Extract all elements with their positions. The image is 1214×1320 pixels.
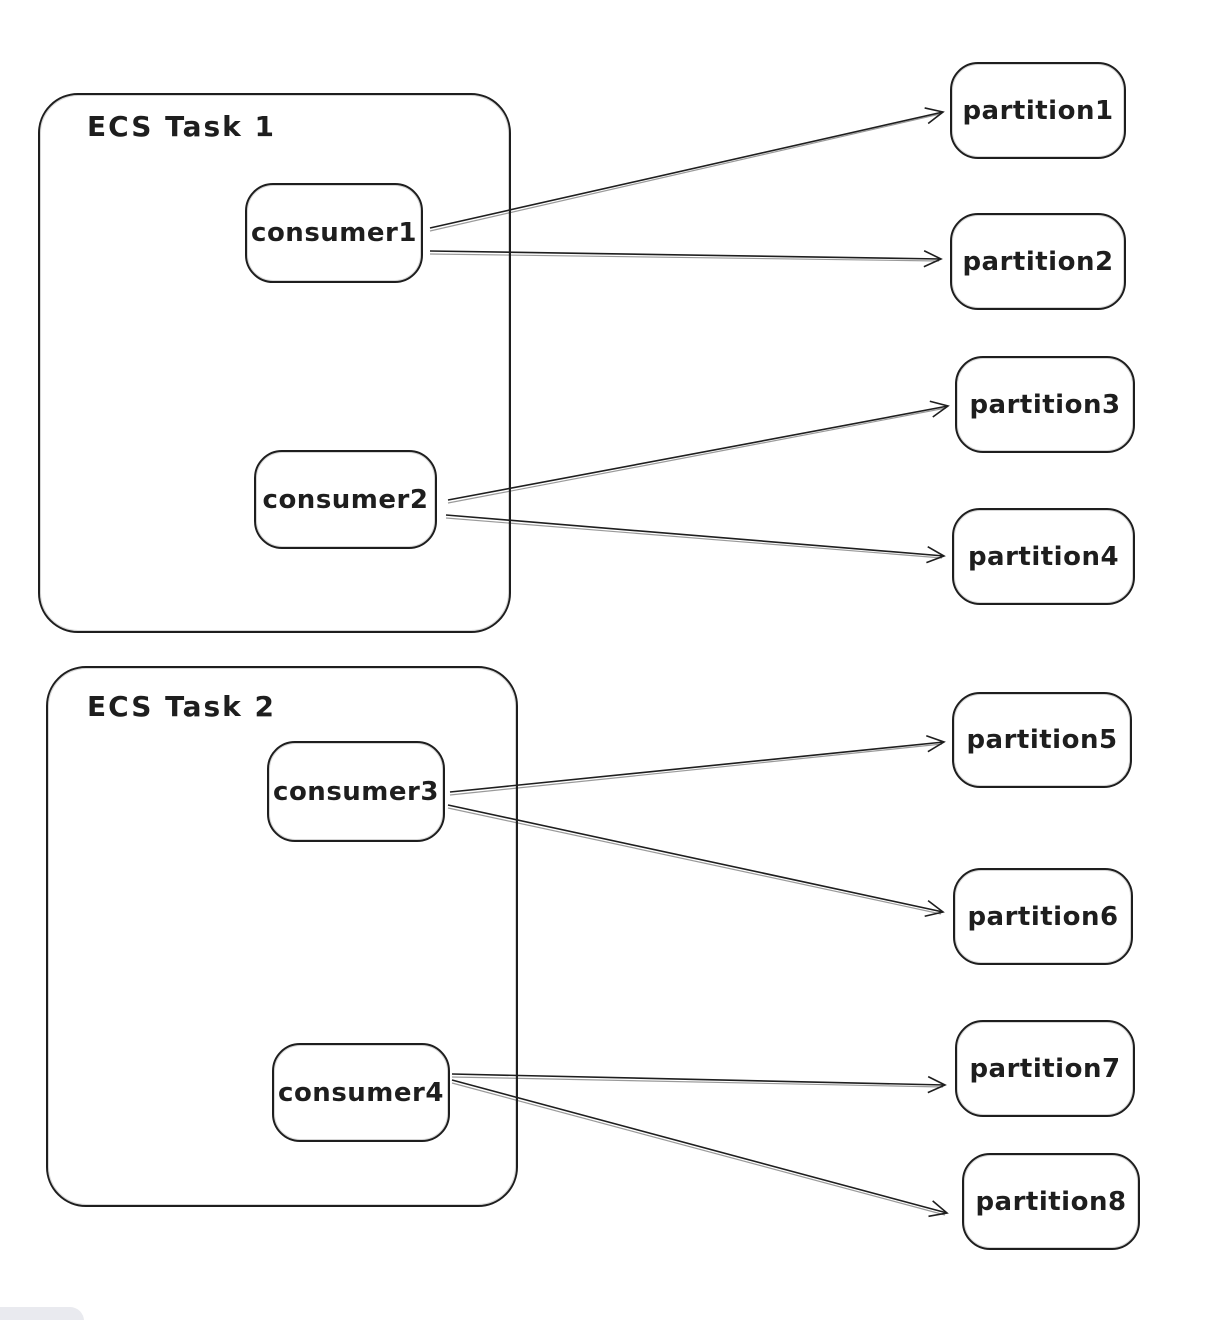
node-consumer3[interactable]: consumer3: [267, 741, 445, 842]
node-partition7[interactable]: partition7: [955, 1020, 1135, 1117]
arrow-consumer3-partition5[interactable]: [449, 734, 946, 796]
arrow-consumer2-partition3[interactable]: [447, 400, 950, 504]
group-ecs-task-2[interactable]: ECS Task 2: [46, 666, 518, 1207]
arrow-consumer3-partition6[interactable]: [447, 804, 945, 918]
node-partition2-label: partition2: [962, 246, 1114, 277]
node-partition1-label: partition1: [962, 95, 1114, 126]
node-partition3[interactable]: partition3: [955, 356, 1135, 453]
node-partition4-label: partition4: [967, 541, 1120, 572]
node-partition6[interactable]: partition6: [953, 868, 1133, 965]
node-partition8-label: partition8: [975, 1186, 1127, 1217]
arrow-consumer4-partition7[interactable]: [451, 1073, 947, 1094]
node-partition7-label: partition7: [969, 1053, 1121, 1084]
arrow-consumer4-partition8[interactable]: [451, 1079, 949, 1218]
group-ecs-task-1[interactable]: ECS Task 1: [38, 93, 511, 633]
node-partition2[interactable]: partition2: [950, 213, 1126, 310]
canvas-ui-island[interactable]: [0, 1307, 84, 1320]
node-partition4[interactable]: partition4: [952, 508, 1135, 605]
node-consumer4-label: consumer4: [278, 1077, 444, 1108]
node-partition3-label: partition3: [969, 389, 1121, 420]
node-consumer1-label: consumer1: [251, 218, 417, 248]
arrow-consumer2-partition4[interactable]: [445, 514, 946, 564]
node-consumer2-label: consumer2: [262, 484, 429, 515]
node-consumer4[interactable]: consumer4: [272, 1043, 450, 1142]
node-consumer2[interactable]: consumer2: [254, 450, 437, 549]
group-label-ecs-task-2: ECS Task 2: [87, 690, 277, 723]
node-partition1[interactable]: partition1: [950, 62, 1126, 159]
node-consumer1[interactable]: consumer1: [245, 183, 423, 283]
node-consumer3-label: consumer3: [273, 776, 439, 807]
node-partition6-label: partition6: [967, 901, 1119, 932]
node-partition8[interactable]: partition8: [962, 1153, 1140, 1250]
node-partition5[interactable]: partition5: [952, 692, 1132, 788]
node-partition5-label: partition5: [966, 725, 1118, 755]
group-label-ecs-task-1: ECS Task 1: [87, 110, 277, 143]
